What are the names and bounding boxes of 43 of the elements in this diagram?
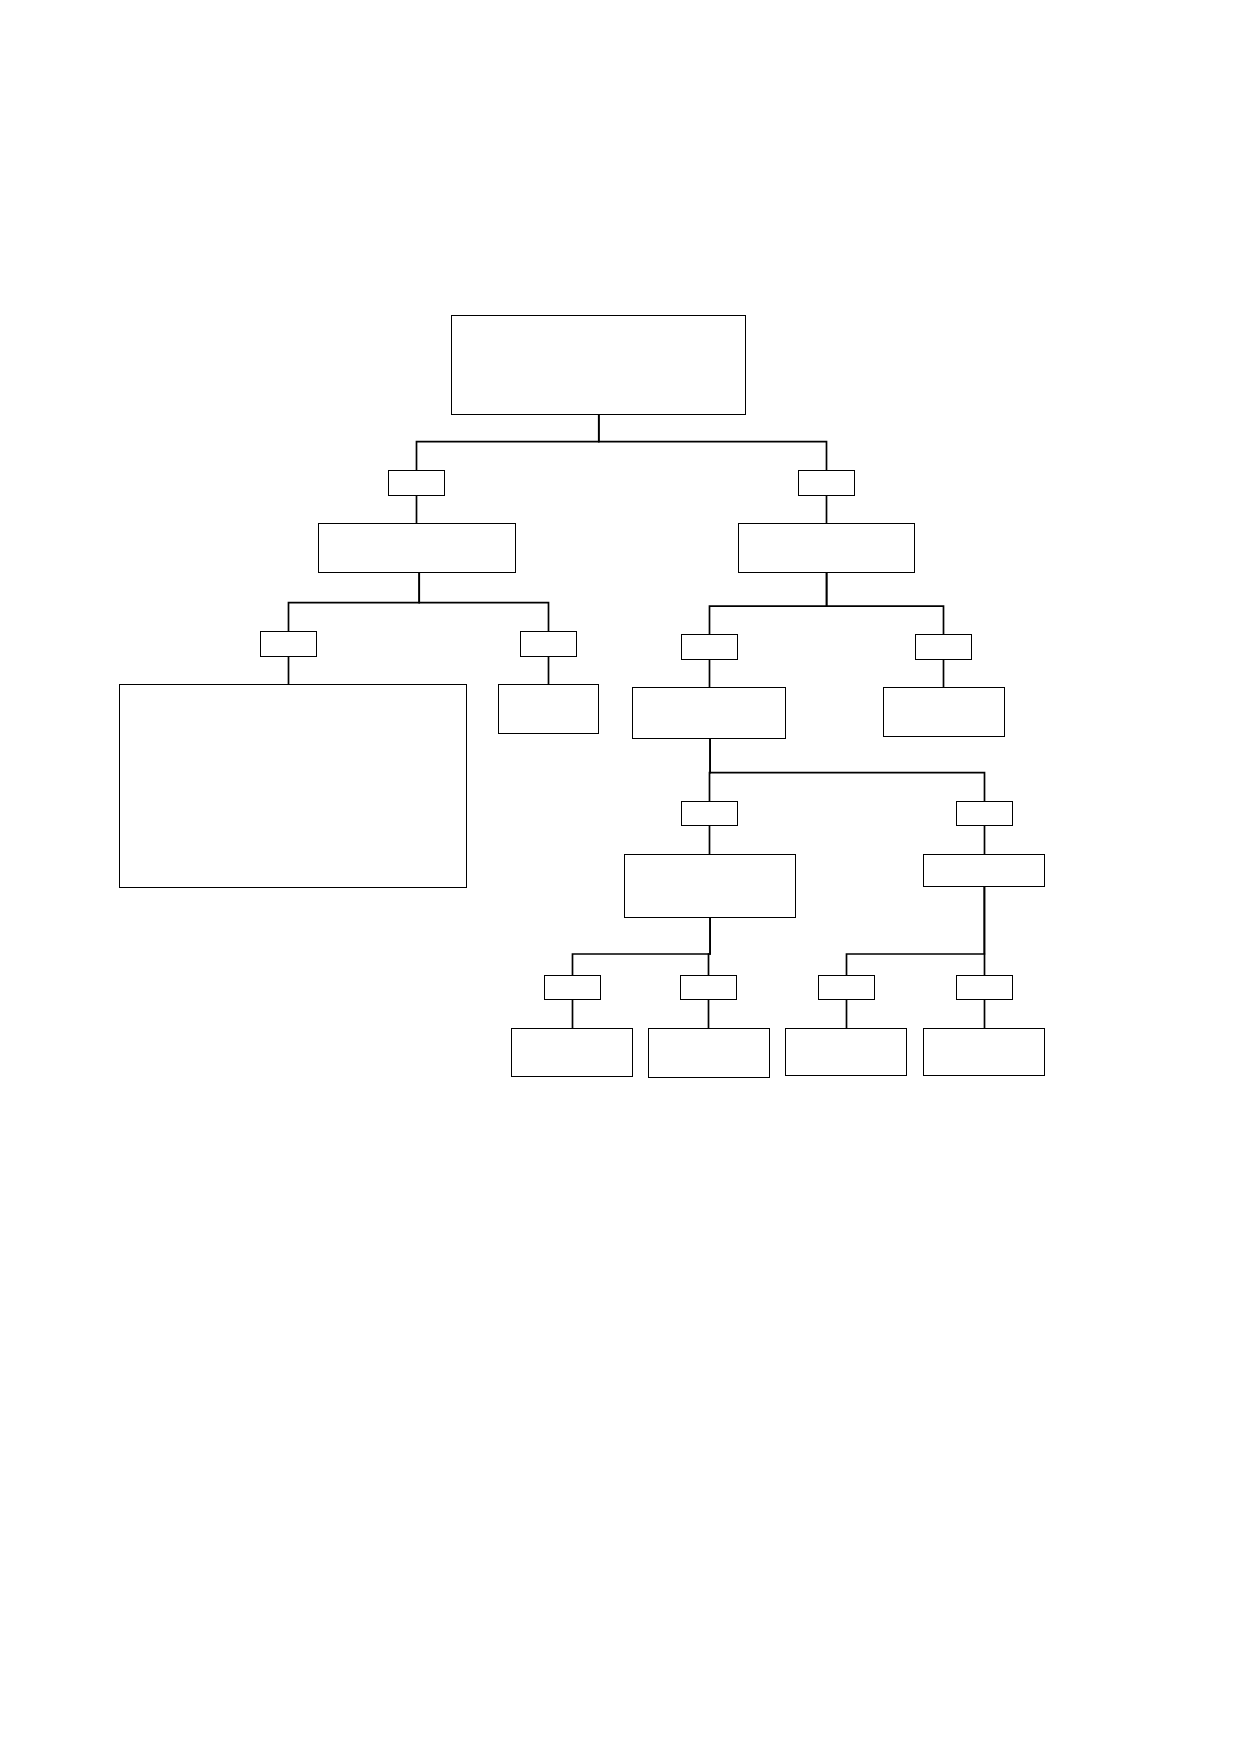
empty-box: [388, 470, 445, 496]
empty-box: [956, 975, 1013, 1000]
empty-box: [681, 801, 738, 826]
connector-line: [415, 495, 418, 524]
empty-box: [923, 1028, 1045, 1076]
empty-box: [648, 1028, 770, 1078]
empty-box: [318, 523, 516, 573]
connector-line: [942, 659, 945, 688]
empty-box: [498, 684, 599, 734]
connector-line: [597, 414, 828, 471]
empty-box: [632, 687, 786, 739]
connector-line: [825, 572, 945, 635]
connector-line: [708, 659, 711, 688]
empty-box: [798, 470, 855, 496]
connector-line: [708, 825, 711, 855]
empty-box: [680, 975, 737, 1000]
empty-box: [915, 634, 972, 660]
empty-box: [738, 523, 915, 573]
connector-line: [707, 917, 711, 976]
connector-line: [547, 656, 550, 685]
connector-line: [418, 572, 550, 632]
empty-box: [544, 975, 601, 1000]
empty-box: [681, 634, 738, 660]
connector-line: [845, 999, 848, 1029]
empty-box: [883, 687, 1005, 737]
connector-line: [707, 999, 710, 1029]
empty-box: [260, 631, 317, 657]
empty-box: [818, 975, 875, 1000]
empty-box: [119, 684, 467, 888]
empty-box: [511, 1028, 633, 1077]
connector-line: [983, 825, 986, 855]
connector-line: [287, 656, 290, 685]
connector-line: [825, 495, 828, 524]
empty-box: [923, 854, 1045, 887]
connector-line: [709, 738, 986, 802]
empty-box: [624, 854, 796, 918]
connector-line: [983, 886, 986, 976]
connector-line: [983, 999, 986, 1029]
connector-line: [571, 999, 574, 1029]
empty-box: [785, 1028, 907, 1076]
empty-box: [451, 315, 746, 415]
empty-box: [520, 631, 577, 657]
empty-box: [956, 801, 1013, 826]
